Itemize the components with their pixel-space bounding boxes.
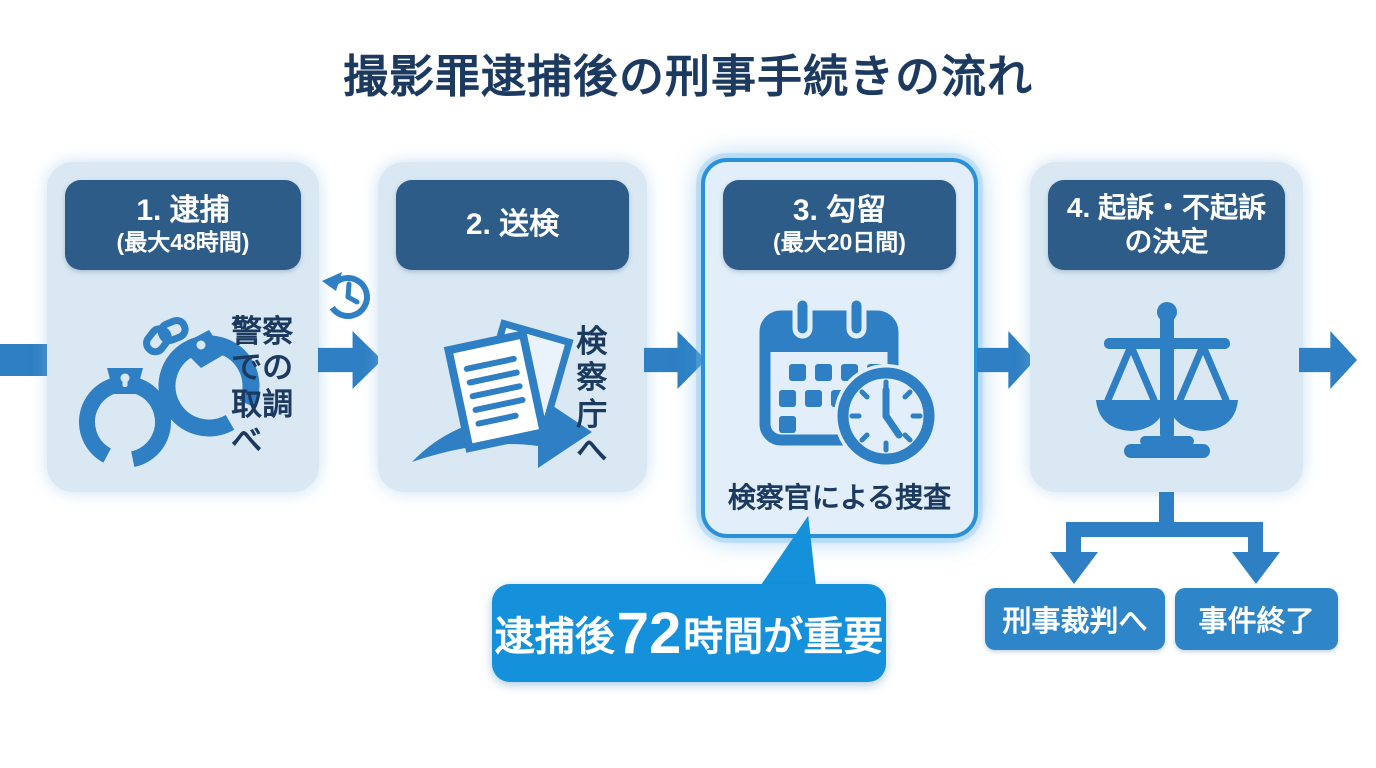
- step-sublabel: の決定: [1124, 226, 1209, 257]
- branch-left-connector: [1066, 522, 1081, 554]
- documents-send-icon: [412, 319, 592, 468]
- branch-right-connector: [1248, 522, 1263, 554]
- branch-right-arrowhead: [1232, 552, 1280, 584]
- callout-number: 72: [616, 600, 682, 666]
- step-note-detention: 検察官による捜査: [727, 482, 952, 513]
- step-box-referral: 2. 送検 検察庁へ: [378, 162, 647, 492]
- outcome-box-criminal-trial: 刑事裁判へ: [985, 588, 1165, 650]
- step-box-arrest: 1. 逮捕 (最大48時間) 警察での取調べ: [47, 162, 319, 492]
- flow-arrow-1: [318, 331, 382, 389]
- callout-72-hours: 逮捕後 72 時間が重要: [492, 584, 886, 682]
- step-header-referral: 2. 送検: [396, 180, 629, 270]
- flow-arrow-3: [977, 331, 1035, 389]
- step-label: 3. 勾留: [792, 194, 887, 228]
- step-note-arrest: 警察での取調べ: [231, 314, 294, 458]
- step-sublabel: (最大20日間): [773, 229, 906, 256]
- flow-exit-arrow: [1299, 331, 1357, 389]
- callout-suffix: 時間が重要: [683, 615, 884, 659]
- step-label: 1. 逮捕: [136, 194, 230, 228]
- step-header-detention: 3. 勾留 (最大20日間): [723, 180, 956, 270]
- step-note-referral: 検察庁へ: [576, 324, 608, 468]
- flow-entry-connector: [0, 344, 48, 376]
- flow-arrow-2: [644, 331, 706, 389]
- outcome-label: 刑事裁判へ: [1002, 606, 1148, 638]
- step-header-arrest: 1. 逮捕 (最大48時間): [65, 180, 301, 270]
- outcome-label: 事件終了: [1198, 606, 1315, 638]
- handcuffs-icon: [78, 317, 260, 468]
- step-header-decision: 4. 起訴・不起訴 の決定: [1048, 180, 1285, 270]
- callout-prefix: 逮捕後: [494, 615, 615, 659]
- branch-stem-connector: [1159, 492, 1174, 530]
- outcome-box-case-closed: 事件終了: [1175, 588, 1338, 650]
- step-sublabel: (最大48時間): [116, 229, 250, 256]
- branch-horizontal-connector: [1066, 522, 1263, 537]
- step-box-detention: 3. 勾留 (最大20日間): [701, 158, 978, 538]
- history-clock-icon: [322, 272, 370, 319]
- step-box-decision: 4. 起訴・不起訴 の決定: [1030, 162, 1303, 492]
- step-label: 4. 起訴・不起訴: [1066, 192, 1267, 224]
- branch-left-arrowhead: [1050, 552, 1098, 584]
- calendar-clock-icon: [759, 295, 938, 468]
- scales-of-justice-icon: [1096, 302, 1238, 458]
- page-title: 撮影罪逮捕後の刑事手続きの流れ: [342, 51, 1033, 102]
- step-label: 2. 送検: [465, 208, 560, 241]
